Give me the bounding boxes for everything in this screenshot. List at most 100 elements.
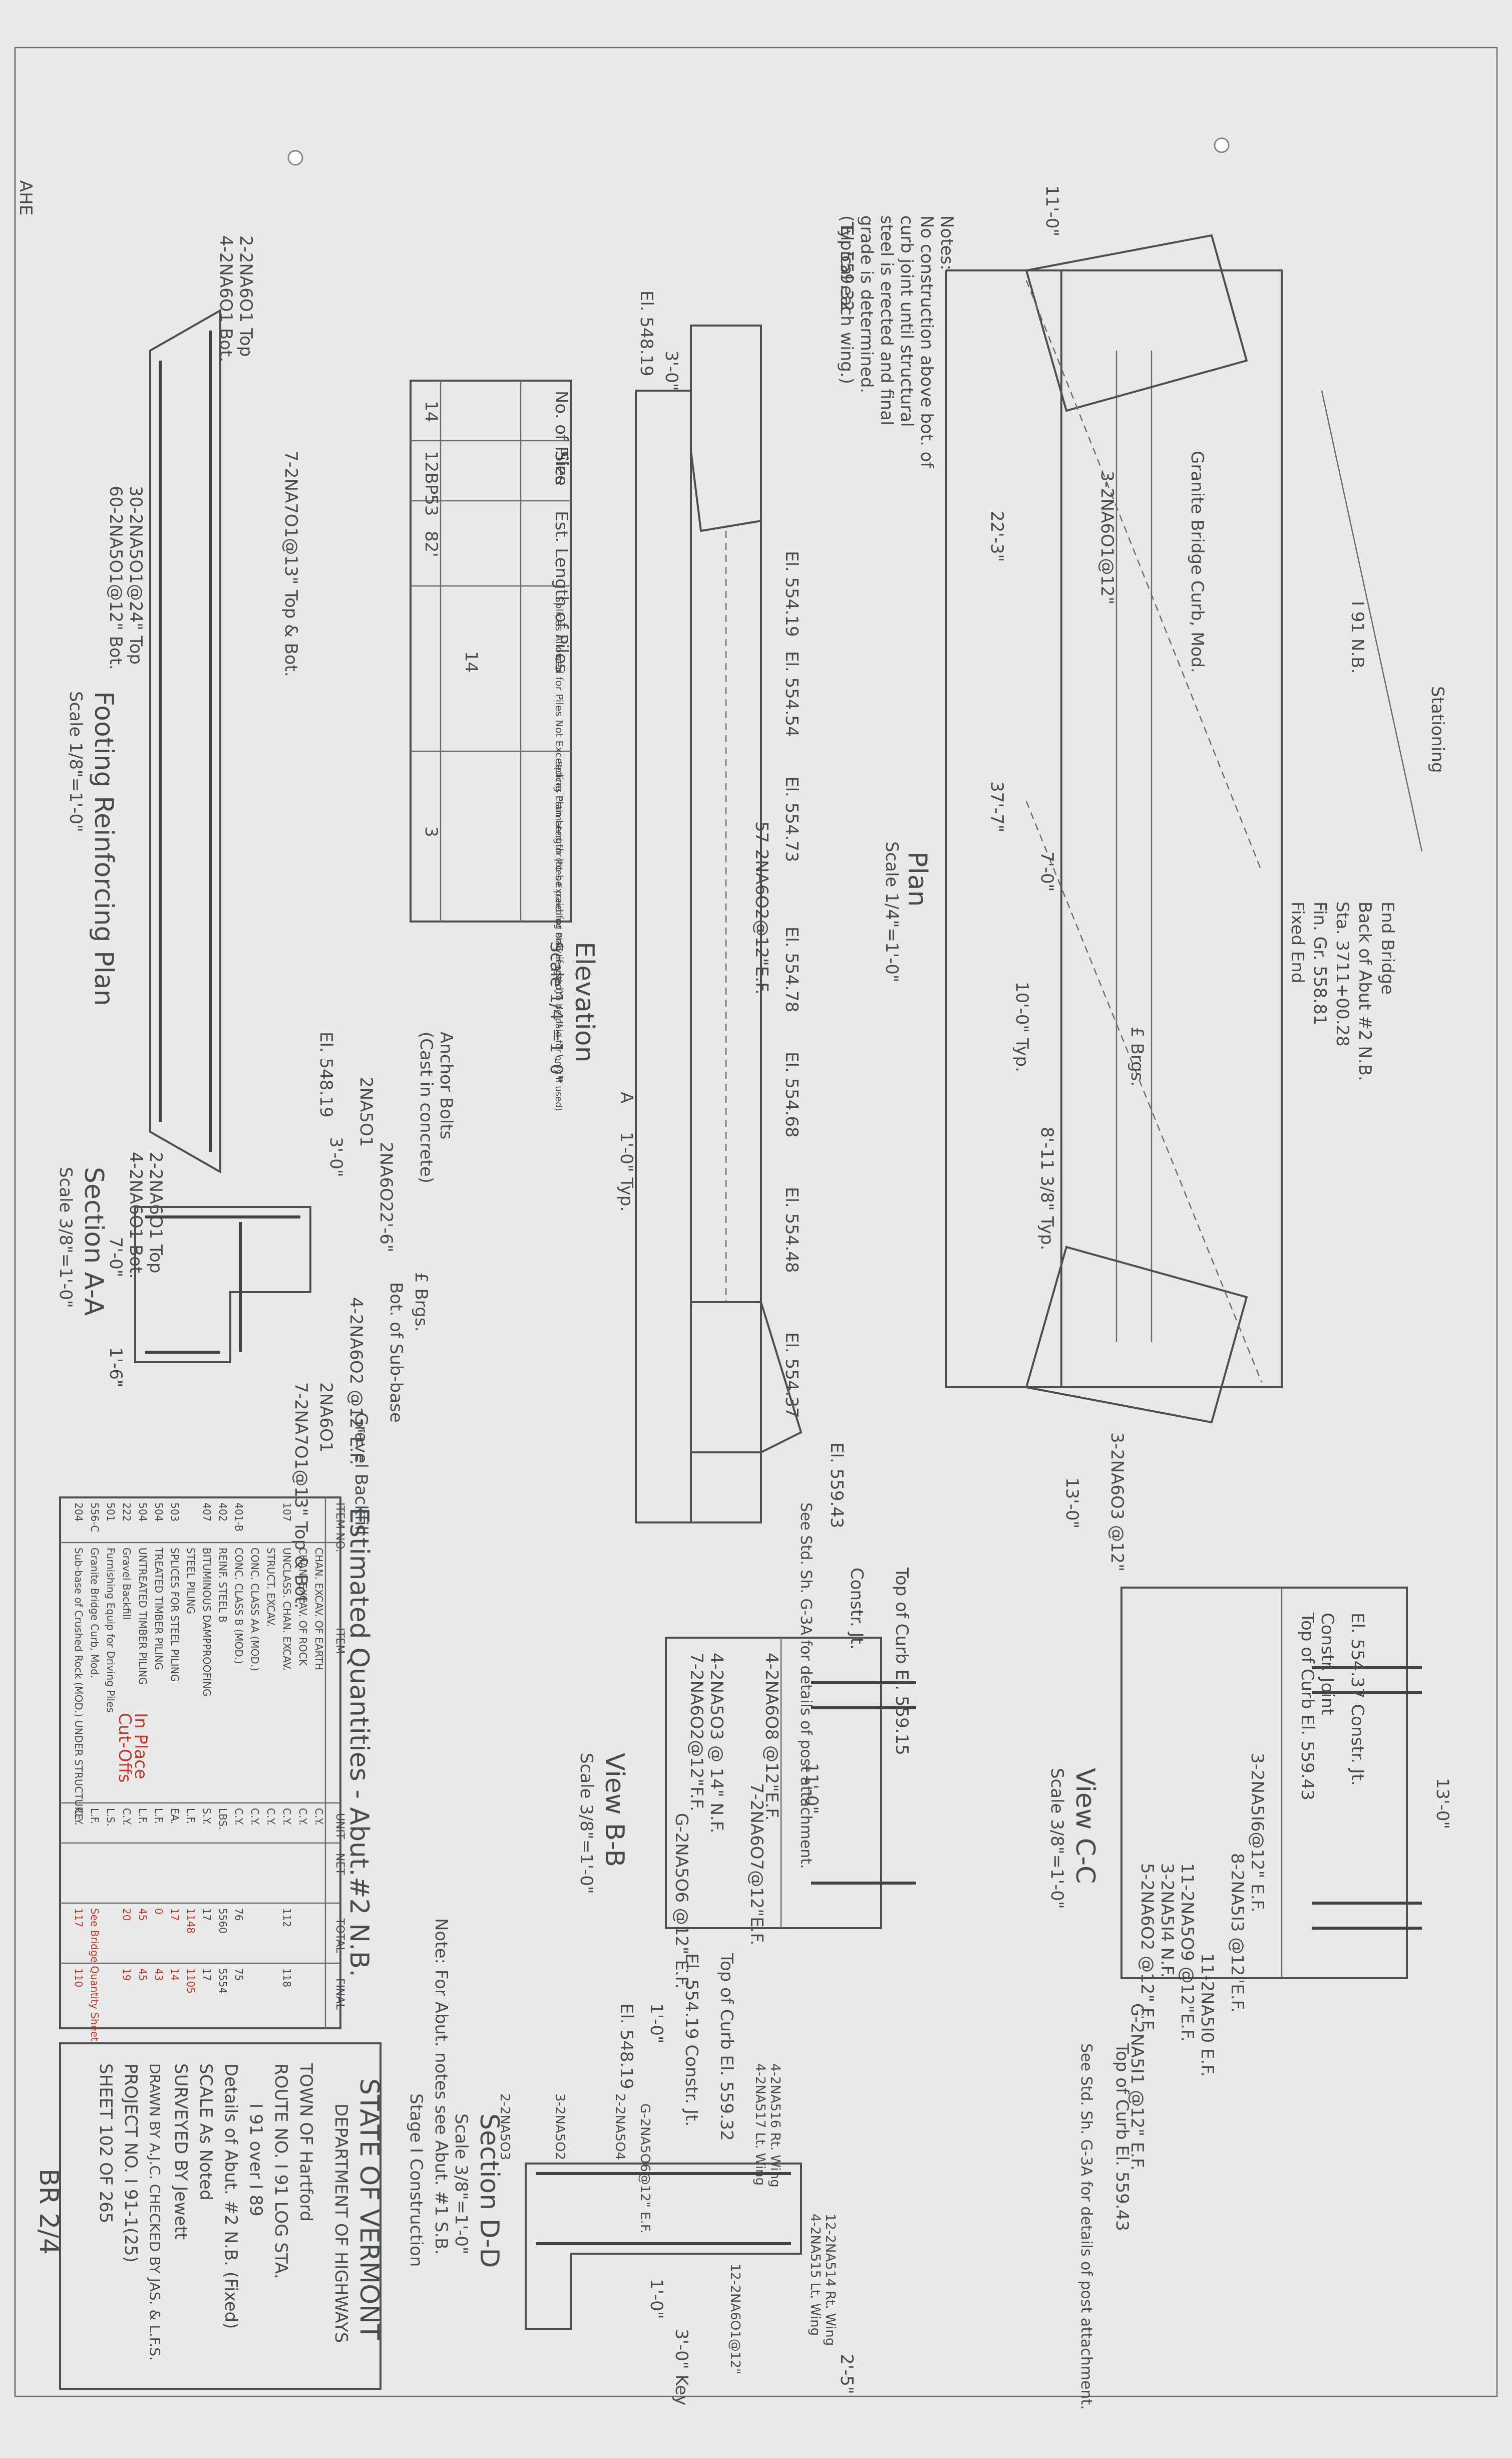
elevation-el-label: El. 554.78 <box>782 927 802 1013</box>
title-subject: Details of Abut. #2 N.B. (Fixed) <box>221 2063 241 2329</box>
quantities-cell: 0 <box>153 1908 165 1915</box>
view-bb-label: El. 554.19 Constr. Jt. <box>681 1953 701 2126</box>
quantities-cell: 110 <box>73 1968 85 1987</box>
notes-line: curb joint until structural <box>897 215 917 427</box>
quantities-cell: 204 <box>73 1502 85 1521</box>
plan-left-wing <box>1025 234 1248 412</box>
pile-table-header: Splices Estimated for Piles Exceeding Pl… <box>553 761 564 1111</box>
north-arrow-line <box>1321 390 1423 852</box>
pile-table-header: Splices Allowed for Piles Not Exceeding … <box>553 596 565 994</box>
view-cc-label: G-2NA5I1 @12" E.F. <box>1127 2003 1147 2171</box>
view-cc-label: 5-2NA6O2 @12" F.F. <box>1137 1863 1157 2033</box>
plan-outline <box>945 269 1283 1388</box>
section-dd-label: 4-2NA516 Rt. Wing <box>768 2063 783 2188</box>
elevation-rebar-label: 57-2NA6O2@12"E.F. <box>751 821 772 995</box>
quantities-cell: 1105 <box>185 1968 197 1994</box>
elevation-footing <box>635 390 692 1523</box>
view-bb-outline <box>665 1637 882 1929</box>
quantities-cell: L.F. <box>89 1808 101 1824</box>
footing-scale: Scale 1/8"=1'-0" <box>66 691 86 832</box>
quantities-cell: 501 <box>105 1502 117 1521</box>
quantities-cell: CHAN. EXCAV. OF ROCK <box>297 1548 309 1666</box>
quantities-cell: C.Y. <box>281 1808 293 1825</box>
title-block: STATE OF VERMONT DEPARTMENT OF HIGHWAYS … <box>59 2042 426 2390</box>
section-dd-label: 12-2NA514 Rt. Wing <box>823 2214 838 2346</box>
elevation-el-label: El. 554.48 <box>782 1187 802 1273</box>
footing-label: 7-2NA7O1@13" Top & Bot. <box>281 451 301 677</box>
notes-line: grade is determined. <box>857 215 877 393</box>
quantities-cell: 556-C <box>89 1502 101 1532</box>
view-cc-label: 3-2NA5I4 N.F. <box>1157 1863 1177 1978</box>
title-scale: SCALE As Noted <box>196 2063 216 2201</box>
elevation-view: El. 554.19 El. 554.54 El. 554.73 El. 554… <box>546 225 857 1528</box>
section-a-marker: A <box>616 1092 636 1103</box>
cut-offs-flag: Cut-Offs <box>115 1713 135 1783</box>
view-bb-label: 4-2NA5O3 @ 14" N.F. <box>706 1653 726 1833</box>
quantities-cell: 20 <box>121 1908 133 1921</box>
title-crossing: I 91 over I 89 <box>246 2103 266 2217</box>
quantities-cell: C.Y. <box>121 1808 133 1825</box>
section-dd-label: G-2NA5O6@12" E.F. <box>637 2103 652 2234</box>
section-aa-label: Anchor Bolts <box>436 1032 456 1139</box>
section-dd-label: 2-2NA5O4 <box>612 2093 627 2160</box>
quantities-header: NET <box>333 1853 346 1875</box>
view-cc-label: Constr. Joint <box>1317 1613 1337 1715</box>
view-cc-label: 11-2NA5O9 @12"E.F. <box>1177 1863 1197 2042</box>
section-aa-label: 7-2NA7O1@13" Top & Bot. <box>291 1382 311 1609</box>
quantities-cell: C.Y. <box>233 1808 245 1825</box>
footing-reinforcing-plan: 2-2NA6O1 Top 4-2NA6O1 Bot. 7-2NA7O1@13" … <box>66 235 301 1279</box>
plan-dim-thirteen: 13'-0" <box>1062 1477 1082 1528</box>
quantities-frame <box>59 1496 341 2029</box>
section-aa-label: 7'-0" <box>106 1237 126 1278</box>
footing-label: 60-2NA5O1@12" Bot. <box>106 486 126 670</box>
section-dd-label: 4-2NA515 Lt. Wing <box>808 2214 823 2336</box>
section-aa-label: Bot. of Sub-base <box>386 1282 406 1423</box>
title-stage: Stage I Construction <box>406 2093 426 2267</box>
section-dd-label: 2'-5" <box>837 2354 857 2394</box>
quantities-cell: 503 <box>169 1502 181 1521</box>
view-bb-label: Constr. Jt. <box>847 1568 867 1650</box>
quantities-cell: 504 <box>137 1502 149 1521</box>
section-dd-label: 4-2NA517 Lt. Wing <box>752 2063 768 2186</box>
quantities-cell: C.Y. <box>297 1808 309 1825</box>
quantities-cell: See Bridge Quantity Sheet <box>89 1908 101 2041</box>
view-bb-label: Top of Curb El. 559.15 <box>892 1567 912 1755</box>
quantities-cell: 17 <box>201 1968 213 1981</box>
section-dd-label: 2-2NA5O3 <box>497 2093 512 2160</box>
view-cc-label: 8-2NA5I3 @12"E.F. <box>1227 1853 1247 2012</box>
pile-table-frame <box>410 380 572 923</box>
view-bb-label: 4-2NA6O8 @12"E.F. <box>762 1653 782 1820</box>
view-cc-label: Top of Curb El. 559.43 <box>1297 1612 1317 1800</box>
quantities-cell: SPLICES FOR STEEL PILING <box>169 1548 181 1682</box>
quantities-cell: 17 <box>169 1908 181 1921</box>
section-aa-label: Gravel Backfill <box>351 1412 371 1535</box>
quantities-header: FINAL <box>333 1978 346 2010</box>
quantities-cell: C.Y. <box>265 1808 277 1825</box>
quantities-cell: L.F. <box>153 1808 165 1824</box>
title-surveyed: SURVEYED BY Jewett <box>171 2063 191 2240</box>
pile-table-header: Est. Length of Piles <box>551 511 571 673</box>
pile-table-cell: 14 <box>461 651 481 673</box>
view-cc-label: 3-2NA5I6@12" E.F. <box>1247 1753 1267 1912</box>
plan-skew-line <box>1025 280 1263 872</box>
quantities-cell: EA. <box>169 1808 181 1824</box>
elevation-el-label: El. 548.19 <box>636 290 656 377</box>
quantities-cell: LBS. <box>217 1808 229 1830</box>
section-dd-label: 1'-0" <box>646 2279 666 2319</box>
plan-scale: Scale 1/4"=1'-0" <box>882 841 902 983</box>
end-bridge-line: Back of Abut #2 N.B. <box>1355 901 1375 1081</box>
quantities-cell: 402 <box>217 1502 229 1521</box>
quantities-cell: Gravel Backfill <box>121 1548 133 1620</box>
plan-right-wing <box>1025 1246 1248 1424</box>
end-bridge-line: Fixed End <box>1287 901 1307 984</box>
view-cc-label: See Std. Sh. G-3A for details of post at… <box>1077 2043 1095 2410</box>
quantities-cell: 112 <box>281 1908 293 1927</box>
section-aa-label: (Cast in concrete) <box>416 1032 436 1183</box>
title-route: ROUTE NO. I 91 LOG STA. <box>271 2063 291 2279</box>
section-aa-label: 2NA6O2 <box>376 1142 396 1212</box>
quantities-cell: 407 <box>201 1502 213 1521</box>
punch-hole-icon <box>287 150 303 166</box>
section-aa: Anchor Bolts (Cast in concrete) £ Brgs. … <box>56 1032 456 1609</box>
quantities-cell: 118 <box>281 1968 293 1987</box>
